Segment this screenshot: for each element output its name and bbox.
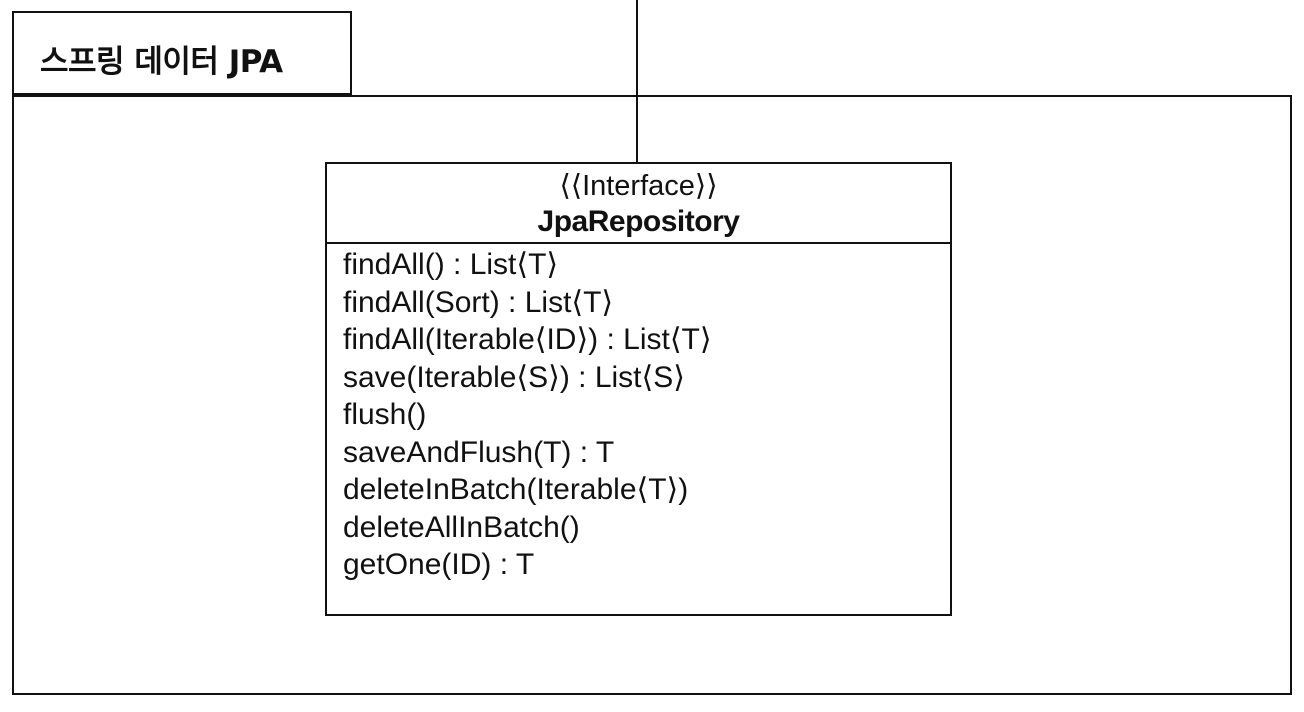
operation-item: save(Iterable⟨S⟩) : List⟨S⟩: [343, 360, 685, 394]
operation-item: findAll(Sort) : List⟨T⟩: [343, 285, 614, 319]
operation-item: findAll(Iterable⟨ID⟩) : List⟨T⟩: [343, 323, 712, 356]
operation-item: saveAndFlush(T) : T: [343, 435, 615, 469]
class-header: ⟨⟨Interface⟩⟩ JpaRepository: [327, 164, 950, 244]
operation-item: getOne(ID) : T: [343, 548, 535, 581]
operation-item: deleteInBatch(Iterable⟨T⟩): [343, 473, 689, 506]
operation-item: deleteAllInBatch(): [343, 510, 580, 544]
class-name: JpaRepository: [537, 205, 740, 238]
class-box-jparepository: ⟨⟨Interface⟩⟩ JpaRepository findAll() : …: [325, 162, 952, 616]
class-stereotype: ⟨⟨Interface⟩⟩: [559, 170, 718, 202]
package-name: 스프링 데이터 JPA: [40, 44, 283, 80]
class-operations: findAll() : List⟨T⟩ findAll(Sort) : List…: [327, 244, 950, 584]
operation-item: flush(): [343, 398, 427, 431]
package-tab: 스프링 데이터 JPA: [12, 11, 352, 95]
operation-item: findAll() : List⟨T⟩: [343, 248, 559, 281]
inheritance-connector-line: [636, 0, 638, 163]
